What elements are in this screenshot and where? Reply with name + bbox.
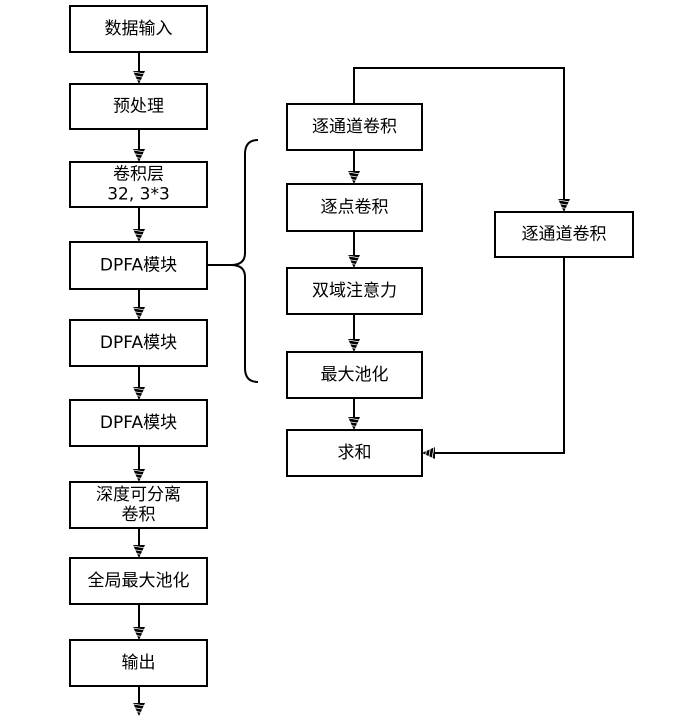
module-box-m_pwconv: 逐点卷积 bbox=[286, 183, 423, 232]
branch-box-b_dwconv: 逐通道卷积 bbox=[494, 211, 634, 258]
box-border bbox=[69, 161, 208, 208]
box-border bbox=[286, 103, 423, 151]
main-box-output: 输出 bbox=[69, 639, 208, 687]
box-border bbox=[286, 267, 423, 315]
box-border bbox=[494, 211, 634, 258]
box-label: 逐通道卷积 bbox=[312, 117, 397, 137]
box-label: 求和 bbox=[338, 443, 372, 463]
box-border bbox=[286, 183, 423, 232]
box-border bbox=[69, 639, 208, 687]
module-box-m_maxpool: 最大池化 bbox=[286, 351, 423, 399]
box-label: 逐点卷积 bbox=[321, 198, 389, 218]
module-arrowhead-icon bbox=[347, 417, 361, 430]
output-arrowhead-icon bbox=[132, 703, 146, 716]
box-border bbox=[286, 351, 423, 399]
main-box-gmp: 全局最大池化 bbox=[69, 557, 208, 605]
box-label: 数据输入 bbox=[105, 19, 173, 39]
curly-brace-icon bbox=[230, 139, 259, 383]
main-box-preprocess: 预处理 bbox=[69, 83, 208, 130]
main-arrowhead-icon bbox=[132, 149, 146, 162]
main-arrowhead-icon bbox=[132, 71, 146, 84]
connector-layer bbox=[132, 52, 571, 716]
box-label: 最大池化 bbox=[321, 365, 389, 385]
box-label: 深度可分离 bbox=[96, 485, 181, 505]
main-box-dpfa2: DPFA模块 bbox=[69, 319, 208, 367]
module-box-m_dwconv: 逐通道卷积 bbox=[286, 103, 423, 151]
box-label: DPFA模块 bbox=[100, 333, 177, 353]
sum-arrowhead-icon bbox=[422, 446, 435, 460]
branch-skip-line bbox=[353, 67, 565, 208]
box-label: 全局最大池化 bbox=[88, 571, 190, 591]
box-border bbox=[69, 83, 208, 130]
box-border bbox=[69, 399, 208, 447]
main-arrowhead-icon bbox=[132, 307, 146, 320]
main-arrowhead-icon bbox=[132, 469, 146, 482]
box-label: 卷积 bbox=[122, 505, 156, 525]
box-border bbox=[69, 241, 208, 290]
module-arrowhead-icon bbox=[347, 171, 361, 184]
box-label: 双域注意力 bbox=[312, 281, 397, 301]
box-label: 逐通道卷积 bbox=[522, 225, 607, 245]
box-label: 卷积层 bbox=[113, 165, 164, 185]
main-arrowhead-icon bbox=[132, 229, 146, 242]
box-border bbox=[286, 429, 423, 477]
box-label: DPFA模块 bbox=[100, 256, 177, 276]
box-label: 32, 3*3 bbox=[107, 185, 170, 205]
box-label: DPFA模块 bbox=[100, 413, 177, 433]
box-label: 输出 bbox=[122, 653, 156, 673]
module-arrowhead-icon bbox=[347, 339, 361, 352]
box-border bbox=[69, 319, 208, 367]
main-box-dpfa1: DPFA模块 bbox=[69, 241, 208, 290]
branch-return-line bbox=[426, 257, 565, 454]
main-box-dpfa3: DPFA模块 bbox=[69, 399, 208, 447]
box-border bbox=[69, 481, 208, 529]
branch-arrowhead-icon bbox=[557, 199, 571, 212]
box-label: 预处理 bbox=[113, 97, 164, 117]
main-arrowhead-icon bbox=[132, 387, 146, 400]
box-border bbox=[69, 557, 208, 605]
module-box-m_sum: 求和 bbox=[286, 429, 423, 477]
module-arrowhead-icon bbox=[347, 255, 361, 268]
box-border bbox=[69, 5, 208, 53]
main-box-input: 数据输入 bbox=[69, 5, 208, 53]
main-arrowhead-icon bbox=[132, 627, 146, 640]
module-box-m_dual: 双域注意力 bbox=[286, 267, 423, 315]
main-arrowhead-icon bbox=[132, 545, 146, 558]
